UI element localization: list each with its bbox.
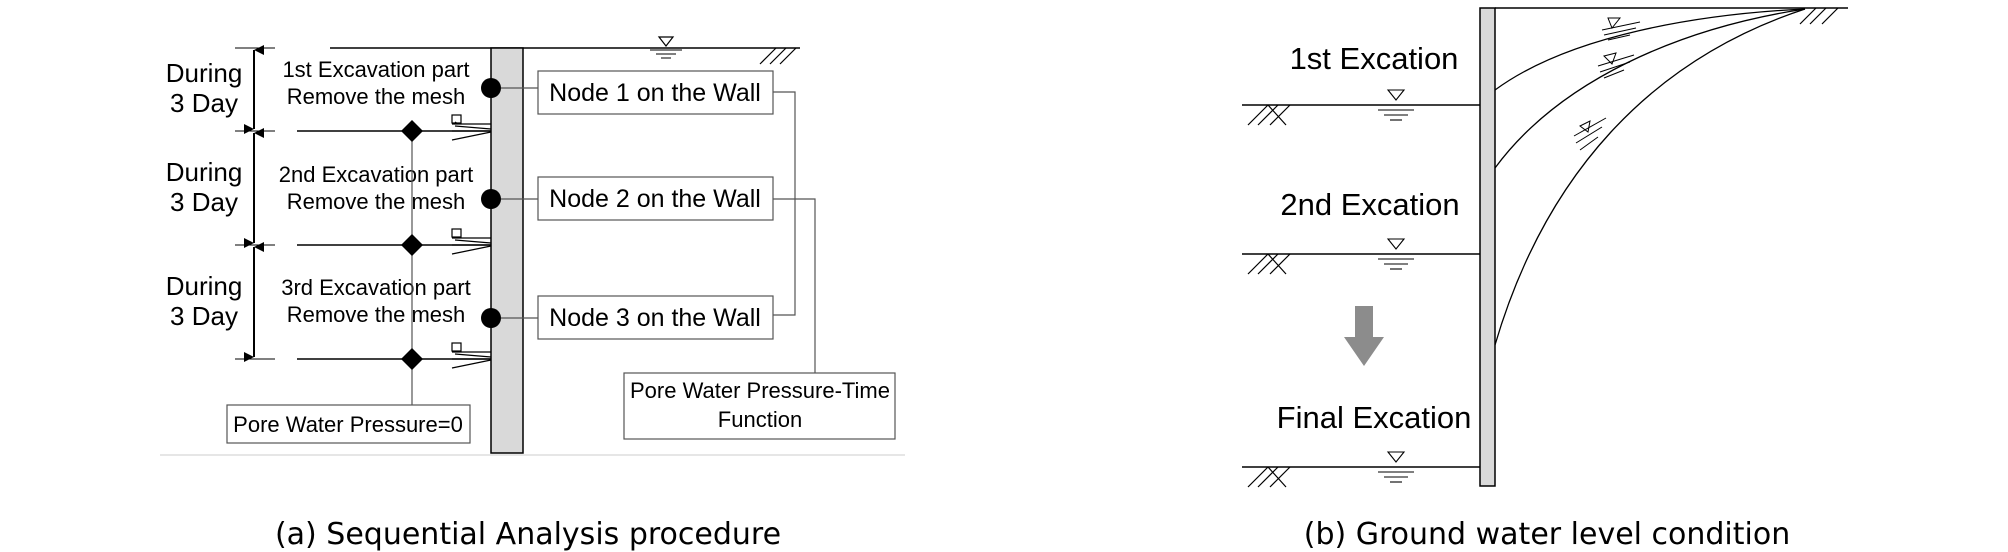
panel-a: During 3 Day During 3 Day During 3 Day 1… <box>160 36 905 552</box>
node-1-box <box>537 70 774 115</box>
pwp-zero-label: Pore Water Pressure=0 <box>233 412 463 437</box>
excavation-label-1: 1st Excavation part <box>282 57 469 82</box>
stage-hatches <box>1247 104 1291 488</box>
duration-label-1: During <box>166 58 243 88</box>
retaining-wall <box>490 47 524 454</box>
duration-label-2b: 3 Day <box>170 187 238 217</box>
duration-label-2: During <box>166 157 243 187</box>
wall-b <box>1479 7 1496 487</box>
node-2-box <box>537 176 774 221</box>
node-1-label: Node 1 on the Wall <box>549 79 761 107</box>
ground-hatch-top <box>1799 7 1839 25</box>
stage-label-3: Final Excation <box>1277 400 1472 435</box>
stage-label-1: 1st Excation <box>1290 41 1459 76</box>
node-3-box <box>537 295 774 340</box>
duration-label-3: During <box>166 271 243 301</box>
sequence-down-arrow-icon <box>1344 306 1384 366</box>
pwp-function-box <box>623 372 896 440</box>
anchor-struts <box>451 114 492 369</box>
panel-b: 1st Excation 2nd Excation Final Excation… <box>1242 7 1848 552</box>
stage-label-2: 2nd Excation <box>1280 187 1459 222</box>
groundwater-curves <box>1494 8 1806 346</box>
duration-arrows <box>235 45 275 362</box>
pwp-function-label-2: Function <box>718 407 802 432</box>
stage-water-symbols <box>1378 89 1414 483</box>
curve-water-symbols <box>1573 17 1641 151</box>
duration-label-3b: 3 Day <box>170 301 238 331</box>
caption-a: (a) Sequential Analysis procedure <box>275 517 781 552</box>
excavation-label-2b: Remove the mesh <box>287 189 466 214</box>
node-2-label: Node 2 on the Wall <box>549 185 761 213</box>
stage-levels <box>1242 104 1480 468</box>
node-connectors <box>501 87 816 373</box>
boundary-diamonds <box>401 120 423 370</box>
water-table-symbol <box>650 36 682 59</box>
excavation-label-3: 3rd Excavation part <box>281 275 471 300</box>
wall-nodes <box>481 78 501 328</box>
pwp-zero-box <box>226 404 471 444</box>
pwp-function-label: Pore Water Pressure-Time <box>630 378 890 403</box>
excavation-label-1b: Remove the mesh <box>287 84 466 109</box>
ground-hatch-symbol <box>759 47 797 65</box>
excavation-label-3b: Remove the mesh <box>287 302 466 327</box>
duration-label-1b: 3 Day <box>170 88 238 118</box>
caption-b: (b) Ground water level condition <box>1304 517 1790 552</box>
node-3-label: Node 3 on the Wall <box>549 304 761 332</box>
excavation-label-2: 2nd Excavation part <box>279 162 473 187</box>
